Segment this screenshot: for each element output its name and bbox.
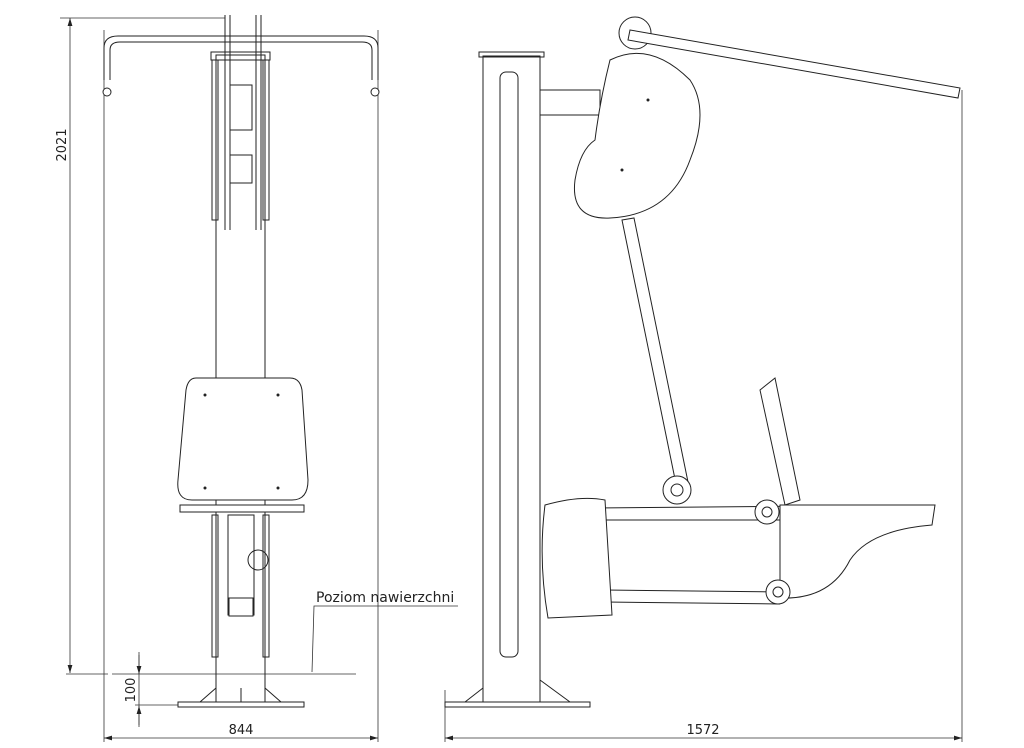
handle-end-right [370,87,380,97]
pivot-block-lower [229,154,253,184]
guide-right [262,59,270,221]
column-slot [499,71,519,658]
side-view: 1572 [444,16,963,742]
roller-1 [662,475,692,505]
lower-rail [604,589,781,593]
base-gussets [199,687,282,703]
lower-guide-left [211,514,219,658]
roller-2 [754,499,780,525]
depth-dimension-text: 100 [124,678,139,703]
lower-guide-right [262,514,270,658]
pivot-block [229,84,253,131]
surface-level-label: Poziom nawierzchni [316,590,454,606]
lower-bracket [228,597,254,617]
length-dimension-text: 1572 [686,723,719,738]
side-gussets [464,679,571,703]
lever-rod [621,217,689,485]
side-base-plate [444,701,591,708]
pull-arm [627,29,961,99]
footrest-board [759,377,801,506]
handle-end-left [102,87,112,97]
lower-pivot [247,549,269,571]
side-column-cap [478,51,545,58]
top-handle-bar [103,35,379,80]
roller-2-hub [761,506,773,518]
column-cap [210,51,271,61]
roller-3-hub [772,586,784,598]
width-dimension-text: 844 [229,723,254,738]
pad-support-arm [539,89,601,116]
top-handle-bar-inner [109,41,373,80]
surface-level-leader [311,605,458,673]
side-column [482,55,541,703]
back-pad [177,377,309,501]
seat [179,504,305,513]
base-plate [177,701,305,708]
footrest-frame [779,504,936,599]
height-dimension-text: 2021 [55,128,70,161]
guide-left [211,59,219,221]
front-view: 2021 844 100 Poziom nawierzchni [55,15,458,742]
roller-1-hub [670,483,684,497]
roller-3 [765,579,791,605]
side-seat [541,497,613,619]
side-back-pad [573,52,701,219]
lower-rail-2 [604,601,781,605]
